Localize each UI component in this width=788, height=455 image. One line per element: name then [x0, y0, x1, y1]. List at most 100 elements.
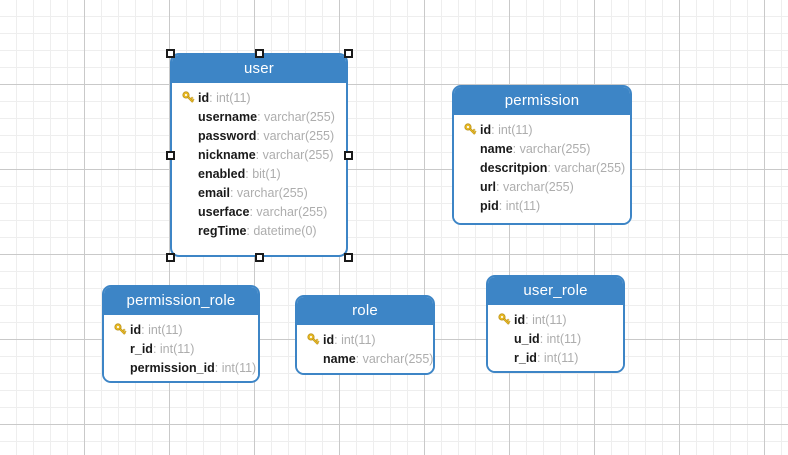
key-icon-glyph: [181, 91, 195, 103]
field-label: regTime: datetime(0): [198, 223, 317, 238]
field-row[interactable]: enabled: bit(1): [172, 164, 346, 183]
field-row[interactable]: userface: varchar(255): [172, 202, 346, 221]
field-row[interactable]: pid: int(11): [454, 196, 630, 215]
field-row[interactable]: username: varchar(255): [172, 107, 346, 126]
field-type: int(11): [532, 312, 567, 327]
field-label: u_id: int(11): [514, 331, 582, 346]
resize-handle-e[interactable]: [344, 151, 353, 160]
entity-fields-permission_role: id: int(11) r_id: int(11) permission_id: i…: [104, 315, 258, 381]
key-icon-placeholder: [178, 166, 198, 182]
field-row[interactable]: password: varchar(255): [172, 126, 346, 145]
field-type: datetime(0): [253, 223, 317, 238]
entity-title-permission: permission: [454, 87, 630, 115]
key-icon-placeholder: [110, 360, 130, 376]
field-row[interactable]: r_id: int(11): [488, 348, 623, 367]
field-row[interactable]: id: int(11): [104, 320, 258, 339]
field-name: id: [514, 312, 526, 327]
key-icon-glyph: [463, 123, 477, 135]
field-label: id: int(11): [198, 90, 251, 105]
field-name: r_id: [514, 350, 537, 365]
entity-table-user[interactable]: user id: int(11) username: varchar(255) pas…: [170, 53, 348, 257]
resize-handle-se[interactable]: [344, 253, 353, 262]
field-row[interactable]: id: int(11): [488, 310, 623, 329]
field-name: id: [323, 332, 335, 347]
field-name: nickname: [198, 147, 256, 162]
key-icon-placeholder: [460, 179, 480, 195]
field-name: u_id: [514, 331, 540, 346]
field-type: varchar(255): [554, 160, 626, 175]
resize-handle-s[interactable]: [255, 253, 264, 262]
field-label: nickname: varchar(255): [198, 147, 334, 162]
entity-title-permission_role: permission_role: [104, 287, 258, 315]
field-row[interactable]: nickname: varchar(255): [172, 145, 346, 164]
key-icon-placeholder: [460, 141, 480, 157]
field-type: varchar(255): [263, 128, 335, 143]
field-label: r_id: int(11): [130, 341, 195, 356]
field-row[interactable]: regTime: datetime(0): [172, 221, 346, 240]
field-label: id: int(11): [480, 122, 533, 137]
key-icon-placeholder: [178, 223, 198, 239]
field-row[interactable]: r_id: int(11): [104, 339, 258, 358]
field-type: int(11): [498, 122, 533, 137]
entity-fields-user_role: id: int(11) u_id: int(11) r_id: int(11): [488, 305, 623, 371]
field-label: email: varchar(255): [198, 185, 308, 200]
field-name: r_id: [130, 341, 153, 356]
field-name: userface: [198, 204, 250, 219]
key-icon-glyph: [306, 333, 320, 345]
field-name: username: [198, 109, 258, 124]
field-type: int(11): [543, 350, 579, 365]
field-label: password: varchar(255): [198, 128, 335, 143]
entity-title-user: user: [172, 55, 346, 83]
field-row[interactable]: descritpion: varchar(255): [454, 158, 630, 177]
field-label: pid: int(11): [480, 198, 541, 213]
field-label: name: varchar(255): [323, 351, 434, 366]
resize-handle-ne[interactable]: [344, 49, 353, 58]
field-row[interactable]: email: varchar(255): [172, 183, 346, 202]
field-row[interactable]: u_id: int(11): [488, 329, 623, 348]
field-row[interactable]: name: varchar(255): [297, 349, 433, 368]
field-type: int(11): [148, 322, 183, 337]
field-name: email: [198, 185, 230, 200]
field-type: varchar(255): [264, 109, 335, 124]
field-row[interactable]: id: int(11): [454, 120, 630, 139]
field-label: id: int(11): [514, 312, 567, 327]
field-type: int(11): [505, 198, 541, 213]
field-label: id: int(11): [130, 322, 183, 337]
key-icon: [460, 122, 480, 138]
entity-table-permission[interactable]: permission id: int(11) name: varchar(255)d…: [452, 85, 632, 225]
resize-handle-n[interactable]: [255, 49, 264, 58]
field-type: int(11): [221, 360, 257, 375]
field-type: varchar(255): [519, 141, 591, 156]
entity-fields-user: id: int(11) username: varchar(255) passwor…: [172, 83, 346, 248]
key-icon-placeholder: [460, 198, 480, 214]
key-icon-placeholder: [303, 351, 323, 367]
field-row[interactable]: id: int(11): [297, 330, 433, 349]
field-type: bit(1): [252, 166, 281, 181]
field-row[interactable]: name: varchar(255): [454, 139, 630, 158]
key-icon-glyph: [497, 313, 511, 325]
key-icon: [494, 312, 514, 328]
resize-handle-sw[interactable]: [166, 253, 175, 262]
entity-fields-permission: id: int(11) name: varchar(255)descritpion…: [454, 115, 630, 223]
field-name: password: [198, 128, 257, 143]
field-label: url: varchar(255): [480, 179, 574, 194]
resize-handle-nw[interactable]: [166, 49, 175, 58]
entity-table-permission_role[interactable]: permission_role id: int(11) r_id: int(11) p…: [102, 285, 260, 383]
field-type: varchar(255): [362, 351, 434, 366]
field-label: userface: varchar(255): [198, 204, 328, 219]
key-icon: [178, 90, 198, 106]
resize-handle-w[interactable]: [166, 151, 175, 160]
field-row[interactable]: id: int(11): [172, 88, 346, 107]
field-label: username: varchar(255): [198, 109, 335, 124]
field-name: regTime: [198, 223, 247, 238]
key-icon-placeholder: [178, 185, 198, 201]
field-row[interactable]: url: varchar(255): [454, 177, 630, 196]
key-icon-placeholder: [494, 350, 514, 366]
field-type: varchar(255): [236, 185, 308, 200]
field-type: int(11): [341, 332, 376, 347]
field-row[interactable]: permission_id: int(11): [104, 358, 258, 377]
key-icon-placeholder: [178, 109, 198, 125]
